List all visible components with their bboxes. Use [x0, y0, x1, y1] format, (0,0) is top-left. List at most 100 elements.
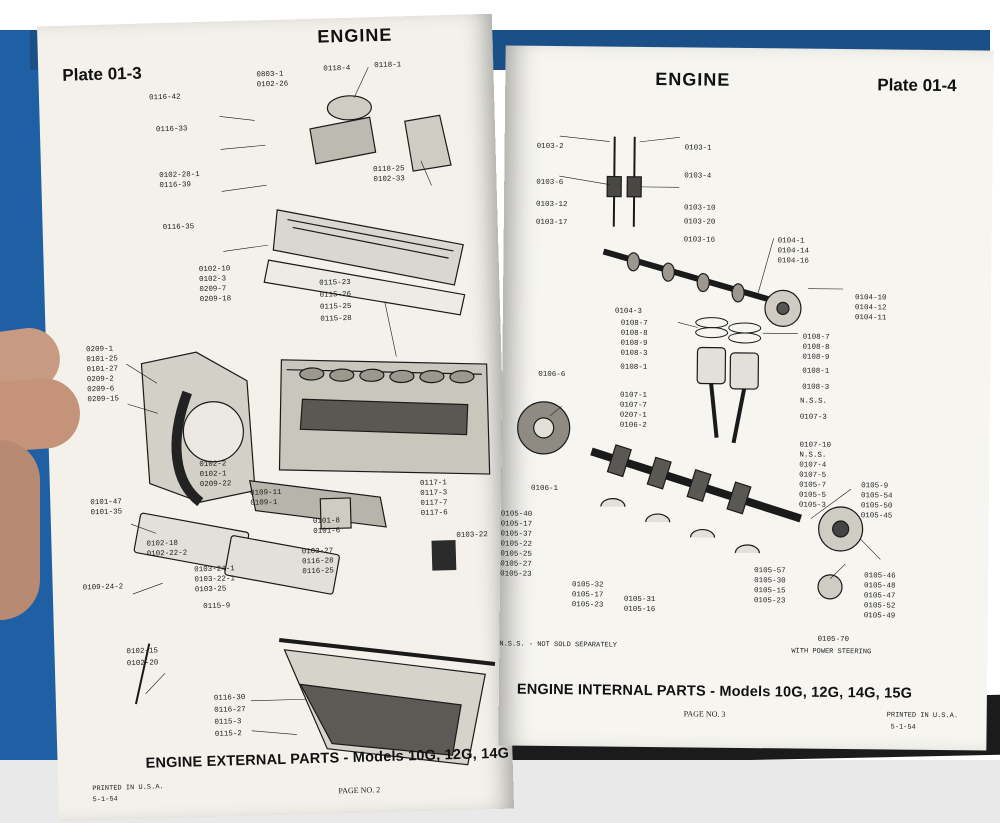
callout-label: 0109-1: [250, 498, 278, 508]
left-section-title: ENGINE: [317, 24, 393, 47]
right-page-number: PAGE NO. 3: [683, 709, 726, 719]
callout-label: 0102-28-1: [159, 171, 200, 181]
callout-label: 0116-25: [302, 567, 334, 577]
callout-label: 0104-3: [614, 307, 642, 316]
callout-label: 0116-30: [213, 693, 246, 703]
callout-label: 0102-26: [256, 80, 289, 90]
left-page-number: PAGE NO. 2: [338, 785, 381, 796]
callout-label: 0103-20: [683, 218, 716, 227]
callout-label: 0105-49: [863, 612, 896, 621]
callout-label: 0106-6: [538, 370, 566, 380]
callout-label: 0105-7: [799, 481, 827, 490]
callout-label: 0105-5: [798, 491, 827, 500]
callout-label: 0109-11: [250, 488, 282, 498]
power-steering-note: WITH POWER STEERING: [791, 647, 872, 657]
callout-label: 0103-6: [536, 178, 564, 188]
callout-label: 0117-1: [419, 479, 448, 488]
callout-label: 0103-16: [683, 236, 716, 245]
callout-label: 0107-10: [799, 441, 832, 450]
callout-label: 0101-47: [90, 498, 122, 508]
callout-label: 0105-22: [500, 540, 533, 549]
callout-label: 0101-25: [86, 355, 118, 365]
callout-label: 0105-47: [863, 592, 896, 601]
callout-label: 0104-11: [854, 314, 887, 323]
callout-label: 0103-4: [684, 172, 712, 181]
nss-note: N.S.S. - NOT SOLD SEPARATELY: [499, 640, 618, 650]
right-printed-note: PRINTED IN U.S.A.: [886, 711, 959, 721]
callout-label: 0105-70: [817, 635, 850, 645]
callout-label: 0803-1: [256, 70, 284, 80]
callout-label: 0105-25: [500, 550, 532, 559]
callout-label: 0102-2: [199, 460, 227, 470]
callout-label: 0102-15: [126, 647, 159, 657]
callout-label: 0107-5: [799, 471, 827, 480]
callout-label: 0105-46: [864, 572, 896, 581]
callout-label: 0103-17: [535, 218, 568, 228]
callout-label: 0108-8: [620, 329, 648, 338]
callout-label: 0102-33: [373, 175, 406, 185]
callout-label: 0103-24-1: [194, 565, 235, 575]
callout-label: 0105-57: [754, 567, 786, 576]
callout-label: 0103-27: [301, 547, 334, 557]
callout-label: 0118-25: [373, 165, 405, 175]
right-print-date: 5-1-54: [890, 723, 916, 732]
callout-label: 0116-35: [162, 223, 195, 233]
callout-label: 0105-40: [500, 510, 533, 519]
callout-label: 0109-24-2: [82, 583, 124, 593]
right-page-caption: ENGINE INTERNAL PARTS - Models 10G, 12G,…: [516, 681, 913, 702]
engine-internal-exploded-diagram: [517, 135, 881, 600]
callout-label: 0105-9: [861, 482, 889, 491]
callout-label: 0108-7: [802, 333, 830, 342]
callout-label: 0117-7: [420, 499, 448, 508]
callout-label: 0108-8: [802, 343, 830, 352]
callout-label: 0118-1: [374, 61, 402, 71]
callout-label: 0104-12: [854, 304, 887, 313]
callout-label: 0105-50: [860, 502, 893, 511]
callout-label: 0105-30: [754, 577, 786, 586]
callout-label: 0115-3: [214, 718, 242, 727]
callout-label: 0207-1: [619, 411, 647, 420]
right-page: ENGINE Plate 01-4: [498, 45, 994, 751]
callout-label: 0105-45: [860, 512, 893, 521]
left-print-date: 5-1-54: [92, 795, 118, 805]
callout-label: 0209-6: [87, 385, 115, 395]
callout-label: 0106-1: [530, 484, 559, 494]
callout-label: 0103-10: [683, 204, 716, 213]
left-printed-note: PRINTED IN U.S.A.: [92, 783, 164, 794]
callout-label: 0102-18: [146, 539, 179, 549]
callout-label: 0104-10: [855, 294, 887, 303]
right-plate-number: Plate 01-4: [877, 75, 957, 96]
callout-label: 0105-16: [623, 605, 656, 615]
callout-label: 0209-2: [86, 375, 115, 385]
callout-label: 0102-3: [199, 275, 227, 285]
callout-label: 0102-22-2: [146, 549, 188, 559]
callout-label: 0115-26: [319, 290, 352, 300]
callout-label: 0105-23: [571, 601, 604, 610]
callout-label: 0108-9: [620, 339, 648, 348]
callout-label: 0116-39: [159, 181, 192, 191]
callout-label: 0104-14: [777, 247, 810, 256]
callout-label: 0105-54: [860, 492, 893, 501]
callout-label: 0108-3: [620, 349, 648, 358]
callout-label: 0105-23: [753, 597, 786, 606]
callout-label: 0209-18: [199, 295, 232, 305]
callout-label: 0101-35: [90, 508, 123, 518]
hand: [0, 440, 40, 620]
callout-label: 0105-3: [798, 501, 826, 510]
callout-label: 0105-15: [753, 587, 786, 596]
callout-label: 0105-37: [500, 530, 533, 539]
callout-label: 0103-2: [536, 142, 564, 152]
callout-label: 0107-7: [619, 401, 647, 410]
callout-label: 0107-3: [799, 413, 827, 422]
callout-label: 0101-6: [313, 527, 341, 536]
callout-label: 0102-10: [198, 265, 231, 275]
callout-label: 0209-7: [199, 285, 227, 295]
callout-label: 0105-23: [500, 570, 532, 579]
callout-label: 0108-7: [620, 319, 648, 328]
callout-label: 0104-1: [777, 237, 805, 246]
callout-label: 0108-9: [802, 353, 830, 362]
engine-external-exploded-diagram: [126, 67, 496, 766]
callout-label: 0105-17: [571, 591, 604, 600]
callout-label: 0105-32: [571, 581, 604, 590]
callout-label: 0117-6: [420, 509, 448, 518]
